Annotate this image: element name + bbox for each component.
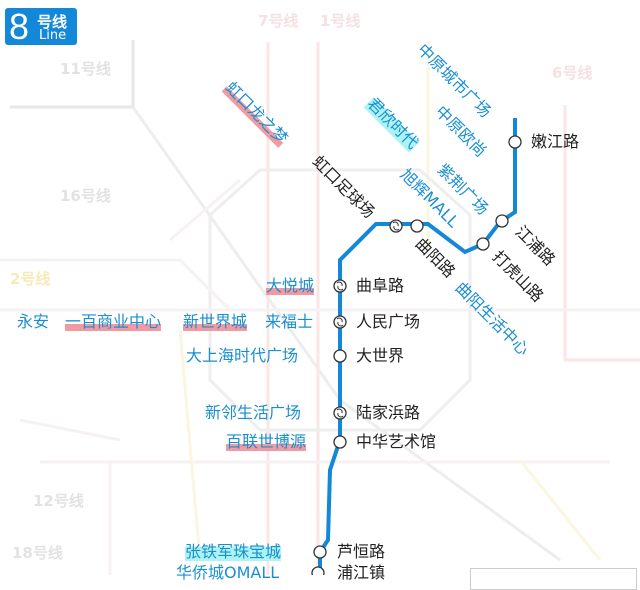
station-label[interactable]: 浦江镇 <box>337 563 386 582</box>
line-label: 1号线 <box>320 12 361 30</box>
legend-box <box>470 568 637 590</box>
line-title: 号线 <box>37 13 68 31</box>
mall-label[interactable]: 新邻生活广场 <box>205 403 302 422</box>
line-label: 12号线 <box>33 492 84 510</box>
mall-label[interactable]: 大悦城 <box>266 276 315 295</box>
mall-label[interactable]: 永安 <box>17 312 50 331</box>
station-label[interactable]: 人民广场 <box>356 312 421 331</box>
station-marker <box>311 566 325 575</box>
map-canvas <box>0 40 640 575</box>
line-label: 18号线 <box>12 544 63 562</box>
station-marker <box>333 435 347 449</box>
mall-label[interactable]: 张铁军珠宝城 <box>185 542 282 561</box>
line-label: 6号线 <box>552 64 593 82</box>
line-label: 7号线 <box>258 12 299 30</box>
background-lines <box>0 40 640 575</box>
station-label[interactable]: 芦恒路 <box>337 542 386 561</box>
mall-label[interactable]: 来福士 <box>265 312 314 331</box>
line-badge: 8 号线 Line <box>5 6 77 47</box>
line-label: 16号线 <box>60 187 111 205</box>
station-label[interactable]: 曲阜路 <box>356 276 405 295</box>
line-number: 8 <box>9 6 30 47</box>
mall-label[interactable]: 华侨城OMALL <box>176 563 280 582</box>
station-marker <box>333 349 347 363</box>
mall-label[interactable]: 一百商业中心 <box>65 312 162 331</box>
station-label[interactable]: 中华艺术馆 <box>356 432 437 451</box>
station-marker <box>495 214 509 228</box>
station-marker <box>313 545 327 559</box>
mall-label[interactable]: 新世界城 <box>183 312 248 331</box>
station-label[interactable]: 大世界 <box>356 346 405 365</box>
mall-label[interactable]: 百联世博源 <box>226 432 307 451</box>
station-marker <box>410 219 424 233</box>
line-label: 11号线 <box>60 60 111 78</box>
interchange-swirl-icons <box>336 221 400 418</box>
station-marker <box>508 135 522 149</box>
station-marker <box>476 237 490 251</box>
line-subtitle: Line <box>39 28 67 43</box>
station-label[interactable]: 陆家浜路 <box>356 403 421 422</box>
line-label: 2号线 <box>10 270 51 288</box>
mall-label[interactable]: 大上海时代广场 <box>186 346 299 365</box>
station-label[interactable]: 嫩江路 <box>531 132 580 151</box>
